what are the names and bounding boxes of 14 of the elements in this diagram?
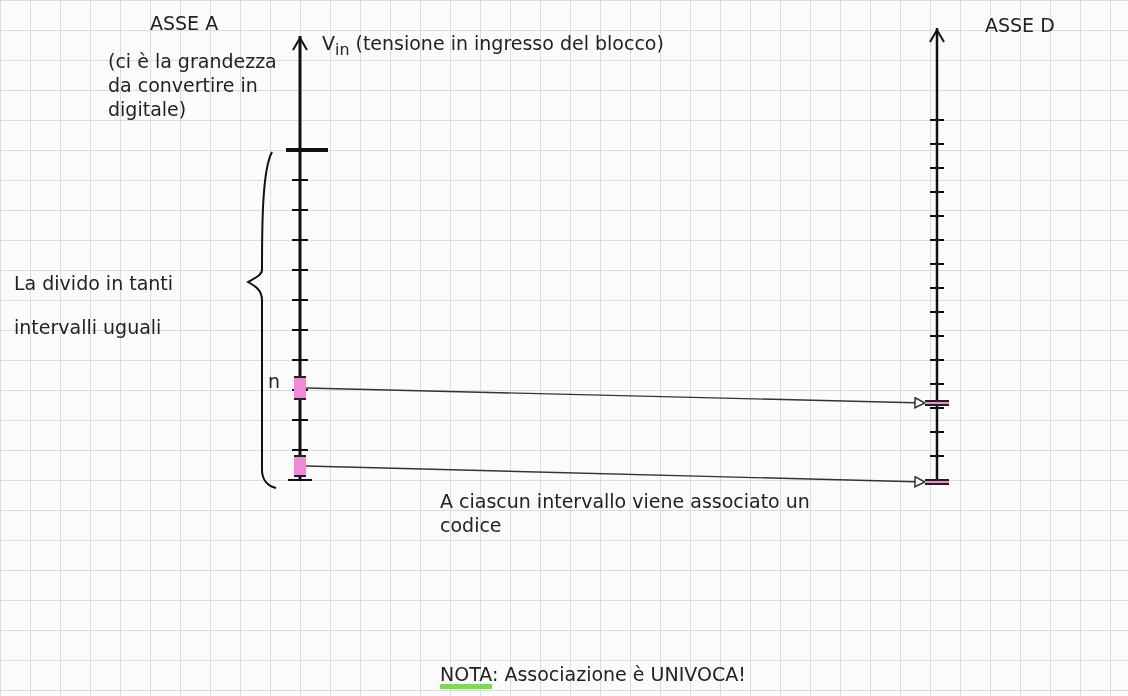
arrow: [305, 465, 926, 488]
interval-mark: [294, 455, 306, 477]
interval-mark: [925, 479, 949, 485]
interval-mark: [294, 376, 306, 400]
note-text: A ciascun intervallo viene associato un codice: [440, 490, 811, 538]
axis-label: V$_{in}$ (tensione in ingresso del blocco): [322, 32, 665, 60]
note-text: La divido in tanti intervalli uguali: [14, 271, 175, 340]
note-text: (ci è la grandezza da convertire in digitale): [108, 50, 278, 122]
axis-label: ASSE D: [985, 14, 1055, 38]
tick-label: n: [267, 370, 280, 394]
note-text: NOTA: Associazione è UNIVOCA!: [440, 662, 746, 687]
axis-label: ASSE A: [150, 12, 219, 36]
interval-mark: [925, 400, 949, 406]
arrow: [305, 387, 926, 409]
